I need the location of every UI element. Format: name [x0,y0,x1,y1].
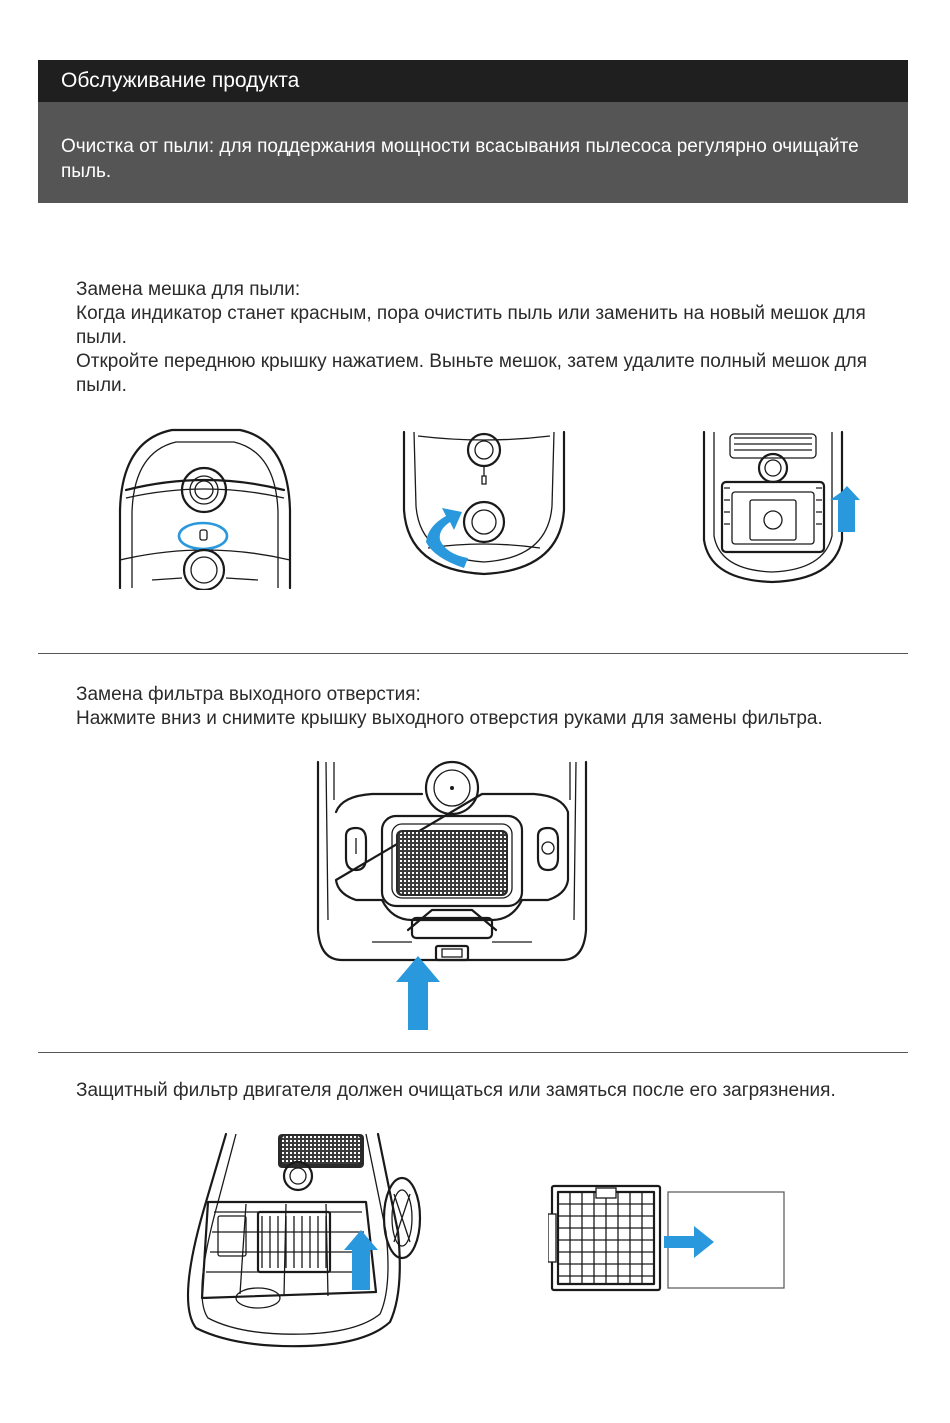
motor-filter-slats [256,1210,332,1274]
vacuum-top-indicator-illustration [118,428,292,590]
outlet-grille [396,830,508,896]
section-divider-2 [38,1052,908,1053]
dust-bag-heading: Замена мешка для пыли: [76,279,301,300]
open-front-cover-illustration [402,430,566,576]
dust-bag-line-2: Откройте переднюю крышку нажатием. Выньт… [76,351,868,396]
dust-bag-compartment-illustration [702,430,860,584]
motor-filter-line-0: Защитный фильтр двигателя должен очищать… [76,1080,836,1101]
motor-filter-removal-illustration [548,1184,785,1292]
motor-filter-compartment-illustration [186,1132,422,1348]
outlet-filter-heading: Замена фильтра выходного отверстия: [76,684,421,705]
outlet-filter-illustration [316,760,588,1030]
outlet-filter-text: Замена фильтра выходного отверстия: Нажм… [76,683,896,731]
dust-bag-line-1: Когда индикатор станет красным, пора очи… [76,303,866,348]
page-title: Обслуживание продукта [38,60,908,102]
page-subtitle: Очистка от пыли: для поддержания мощност… [38,102,908,203]
dust-bag-text: Замена мешка для пыли: Когда индикатор с… [76,278,896,398]
outlet-filter-line-1: Нажмите вниз и снимите крышку выходного … [76,708,823,729]
section-divider-1 [38,653,908,654]
motor-filter-text: Защитный фильтр двигателя должен очищать… [76,1079,896,1103]
